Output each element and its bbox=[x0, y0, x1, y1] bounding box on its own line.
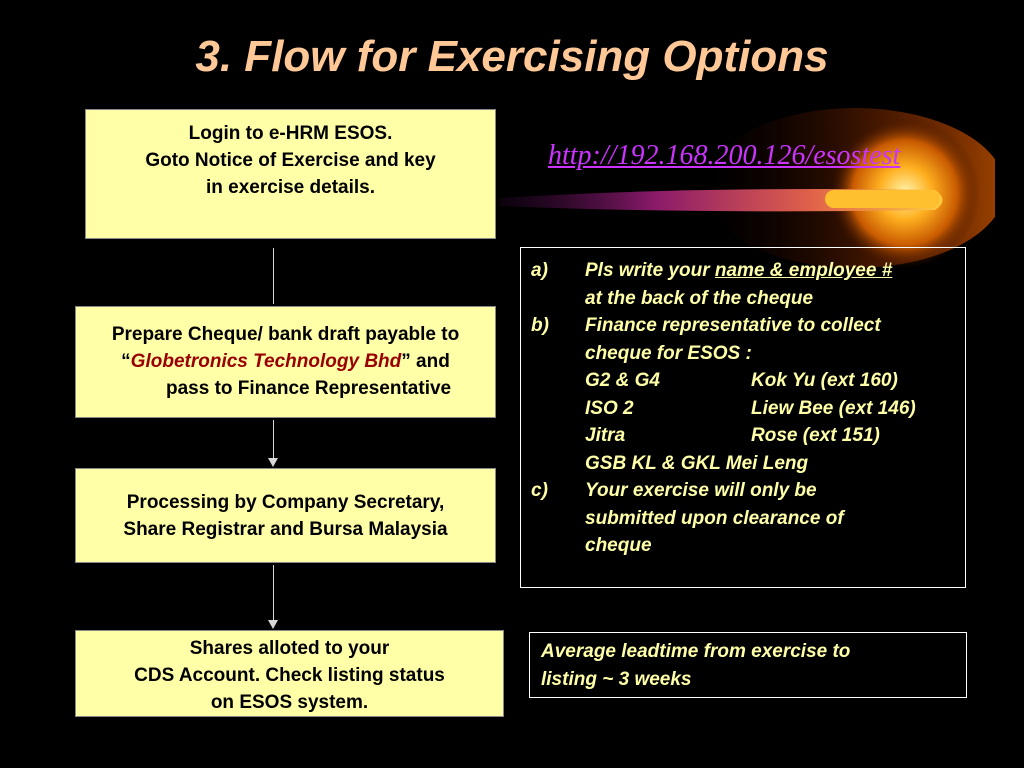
step-text: Goto Notice of Exercise and key bbox=[145, 150, 436, 171]
note-text: Pls write your name & employee # bbox=[585, 257, 892, 285]
note-continuation: submitted upon clearance of bbox=[585, 507, 844, 529]
step-text: Processing by Company Secretary, bbox=[126, 492, 445, 513]
contact-row: Jitra Rose (ext 151) bbox=[531, 422, 965, 450]
company-name: Globetronics Technology Bhd bbox=[130, 351, 402, 372]
note-c: c) Your exercise will only be bbox=[531, 477, 965, 505]
step-text: in exercise details. bbox=[206, 177, 375, 198]
contact-name: Kok Yu (ext 160) bbox=[751, 370, 898, 391]
contact-row: GSB KL & GKL Mei Leng bbox=[585, 452, 809, 474]
arrow-down-icon bbox=[268, 458, 278, 467]
note-marker: c) bbox=[531, 480, 548, 501]
contact-group: ISO 2 bbox=[585, 397, 634, 419]
step-prepare-cheque-box: Prepare Cheque/ bank draft payable to “G… bbox=[75, 306, 496, 418]
step-text: Login to e-HRM ESOS. bbox=[188, 123, 393, 144]
close-quote: ” and bbox=[401, 351, 450, 372]
step-text: Shares alloted to your bbox=[189, 638, 390, 659]
flow-connector bbox=[273, 248, 274, 304]
note-emphasis: name & employee # bbox=[714, 260, 893, 281]
step-login-box: Login to e-HRM ESOS. Goto Notice of Exer… bbox=[85, 109, 496, 239]
step-text-company-line: “Globetronics Technology Bhd” and bbox=[76, 348, 495, 375]
step-text: Share Registrar and Bursa Malaysia bbox=[123, 519, 448, 540]
leadtime-panel: Average leadtime from exercise to listin… bbox=[529, 632, 967, 698]
instructions-panel: a) Pls write your name & employee # at t… bbox=[520, 247, 966, 588]
note-a: a) Pls write your name & employee # bbox=[531, 257, 965, 285]
leadtime-text: listing ~ 3 weeks bbox=[541, 669, 692, 690]
flow-connector bbox=[273, 420, 274, 458]
flow-connector bbox=[273, 565, 274, 620]
contact-row: ISO 2 Liew Bee (ext 146) bbox=[531, 395, 965, 423]
contact-group: G2 & G4 bbox=[585, 370, 660, 391]
contact-row: G2 & G4 Kok Yu (ext 160) bbox=[531, 367, 965, 395]
esos-url-link[interactable]: http://192.168.200.126/esostest bbox=[548, 140, 901, 171]
note-text-part: Pls write your bbox=[585, 260, 715, 281]
slide-title: 3. Flow for Exercising Options bbox=[195, 32, 829, 81]
arrow-down-icon bbox=[268, 620, 278, 629]
comet-decoration bbox=[500, 108, 995, 268]
contact-name: Rose (ext 151) bbox=[751, 425, 880, 446]
contact-group: Jitra bbox=[585, 425, 626, 446]
step-text: CDS Account. Check listing status bbox=[134, 665, 445, 686]
note-continuation: at the back of the cheque bbox=[585, 287, 814, 309]
step-text: pass to Finance Representative bbox=[166, 378, 452, 399]
step-text: on ESOS system. bbox=[210, 692, 369, 713]
contact-name: Liew Bee (ext 146) bbox=[751, 397, 916, 419]
step-shares-alloted-box: Shares alloted to your CDS Account. Chec… bbox=[75, 630, 504, 717]
note-continuation: cheque bbox=[585, 535, 652, 556]
step-processing-box: Processing by Company Secretary, Share R… bbox=[75, 468, 496, 563]
note-marker: a) bbox=[531, 260, 548, 281]
step-text: Prepare Cheque/ bank draft payable to bbox=[111, 324, 460, 345]
note-continuation: cheque for ESOS : bbox=[585, 342, 752, 364]
leadtime-text: Average leadtime from exercise to bbox=[541, 641, 851, 662]
note-marker: b) bbox=[531, 315, 549, 336]
note-text: Your exercise will only be bbox=[585, 480, 817, 501]
note-b: b) Finance representative to collect bbox=[531, 312, 965, 340]
open-quote: “ bbox=[121, 351, 131, 372]
note-text: Finance representative to collect bbox=[585, 315, 881, 336]
